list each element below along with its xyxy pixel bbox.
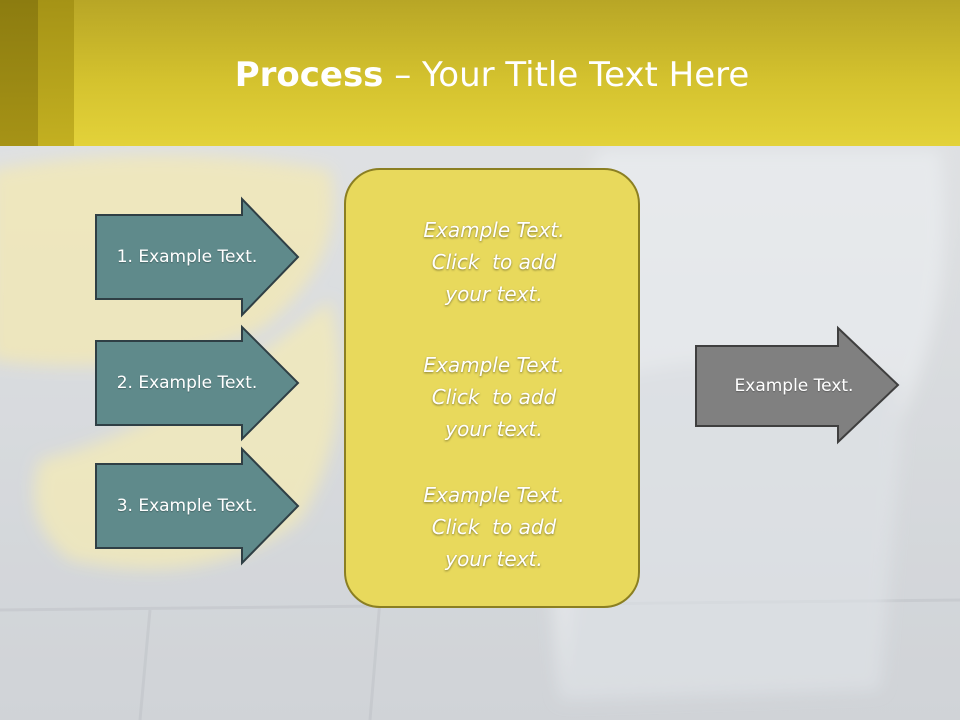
right-arrow-shape (95, 446, 300, 566)
title-band (0, 0, 960, 146)
text-line: your text. (445, 547, 543, 571)
right-arrow-shape (695, 325, 900, 445)
right-arrow-shape (95, 324, 300, 442)
right-arrow-shape (95, 196, 300, 318)
text-block-2: Example Text. Click to add your text. (346, 349, 642, 445)
center-text-box[interactable]: Example Text. Click to add your text. Ex… (344, 168, 640, 608)
arrow-label: Example Text. (734, 376, 854, 396)
arrow-result[interactable]: Example Text. (695, 325, 900, 445)
text-line: your text. (445, 417, 543, 441)
text-block-3: Example Text. Click to add your text. (346, 479, 642, 575)
slide-title[interactable]: Process – Your Title Text Here (0, 52, 960, 98)
text-line: Example Text. (423, 483, 565, 507)
title-rest: – Your Title Text Here (383, 55, 750, 95)
accent-strip-medium (38, 0, 74, 146)
arrow-label: 1. Example Text. (116, 247, 258, 267)
text-line: Click to add (431, 250, 557, 274)
arrow-label: 2. Example Text. (116, 373, 258, 393)
text-line: Example Text. (423, 353, 565, 377)
title-bold: Process (234, 55, 384, 95)
text-block-1: Example Text. Click to add your text. (346, 214, 642, 310)
text-line: your text. (445, 282, 543, 306)
arrow-step-1[interactable]: 1. Example Text. (95, 196, 300, 318)
text-line: Click to add (431, 385, 557, 409)
accent-strip-dark (0, 0, 38, 146)
text-line: Click to add (431, 515, 557, 539)
arrow-step-3[interactable]: 3. Example Text. (95, 446, 300, 566)
arrow-label: 3. Example Text. (116, 496, 258, 516)
text-line: Example Text. (423, 218, 565, 242)
arrow-step-2[interactable]: 2. Example Text. (95, 324, 300, 442)
